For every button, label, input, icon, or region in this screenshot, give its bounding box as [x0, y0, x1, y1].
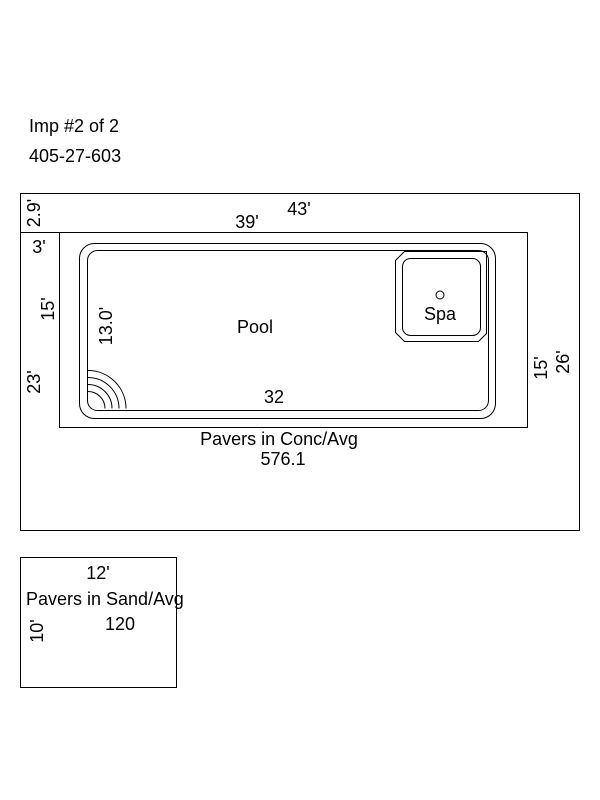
outer-left-dim-top: 2.9': [24, 199, 44, 227]
deck-top-dim: 39': [235, 212, 258, 232]
spa-jet-icon: [435, 290, 445, 300]
corner-notch: [20, 232, 60, 263]
pool-outer-outline: [79, 243, 496, 419]
outer-top-dim: 43': [287, 199, 310, 219]
parcel-number: 405-27-603: [29, 146, 122, 166]
pavers-conc-area: 576.1: [260, 449, 305, 469]
spa-inner-outline: [402, 258, 481, 336]
pavers-sand-top-dim: 12': [86, 563, 109, 583]
pool-label: Pool: [237, 317, 273, 337]
deck-left-dim: 15': [38, 297, 58, 320]
pavers-sand-outline: [20, 557, 177, 688]
outer-left-dim-bottom: 23': [24, 370, 44, 393]
spa-outer-outline: [395, 251, 487, 342]
pool-inner-outline: [87, 250, 489, 411]
outer-right-dim: 26': [553, 350, 573, 373]
pavers-conc-outline: [20, 193, 580, 531]
pool-width-dim: 13.0': [96, 307, 116, 345]
pavers-sand-label: Pavers in Sand/Avg: [26, 589, 184, 609]
pool-bottom-dim: 32: [264, 387, 284, 407]
pavers-sand-left-dim: 10': [27, 619, 47, 642]
corner-dim: 3': [32, 237, 45, 257]
pavers-sand-area: 120: [105, 614, 135, 634]
improvement-number: Imp #2 of 2: [29, 116, 120, 136]
deck-right-dim: 15': [531, 356, 551, 379]
deck-outline: [59, 232, 528, 428]
pavers-conc-label: Pavers in Conc/Avg: [200, 429, 358, 449]
spa-label: Spa: [424, 304, 457, 324]
pool-steps: [87, 370, 127, 409]
